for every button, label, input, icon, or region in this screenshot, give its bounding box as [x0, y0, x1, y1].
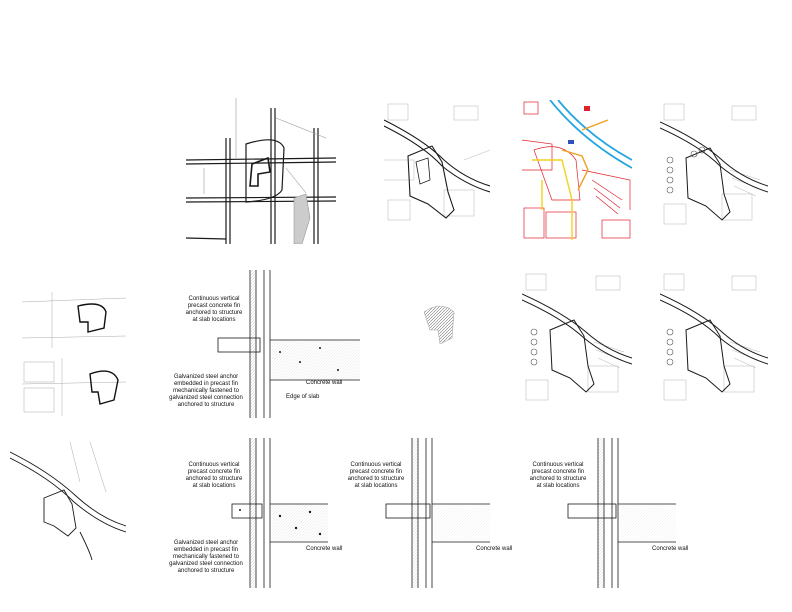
- detail-4-drawing: [567, 438, 676, 588]
- detail-2-drawing: [231, 438, 328, 588]
- site-plan-context-1: [384, 100, 490, 242]
- building-icon: [423, 305, 455, 345]
- wall-section-detail-2: Continuous vertical precast concrete fin…: [160, 438, 360, 588]
- wall-section-detail-1: Continuous vertical precast concrete fin…: [160, 270, 360, 418]
- fin-note-3: Continuous vertical precast concrete fin…: [347, 462, 405, 489]
- fin-note-2: Continuous vertical precast concrete fin…: [185, 462, 243, 489]
- massing-plan-small-1: [22, 292, 126, 348]
- anchor-note-1: Galvanized steel anchor embedded in prec…: [169, 374, 243, 408]
- site-plan-context-2: [660, 100, 768, 242]
- site-context-drawing-4: [660, 273, 768, 401]
- wall-section-detail-4: Continuous vertical precast concrete fin…: [512, 438, 692, 588]
- site-context-drawing-2: [660, 103, 768, 225]
- site-plan-context-3: [522, 270, 632, 414]
- fin-note-1: Continuous vertical precast concrete fin…: [185, 296, 243, 323]
- fin-note-4: Continuous vertical precast concrete fin…: [529, 462, 587, 489]
- wall-note-4: Concrete wall: [652, 546, 689, 552]
- hatched-building-icon: [418, 298, 460, 348]
- wall-note-2: Concrete wall: [306, 546, 343, 552]
- detail-3-drawing: [385, 438, 490, 588]
- wall-section-detail-3: Continuous vertical precast concrete fin…: [336, 438, 516, 588]
- wall-note-3: Concrete wall: [476, 546, 513, 552]
- slab-note-1: Edge of slab: [286, 394, 320, 400]
- site-plan-context-4: [660, 270, 768, 414]
- site-small-drawing: [10, 442, 126, 560]
- site-context-drawing-1: [384, 103, 490, 221]
- anchor-note-2: Galvanized steel anchor embedded in prec…: [169, 540, 243, 574]
- site-context-drawing-3: [522, 273, 632, 401]
- site-plan-utilities-color: [522, 100, 632, 242]
- detail-1-drawing: [217, 270, 360, 418]
- massing-drawing-2: [22, 358, 126, 416]
- street-grid-drawing: [186, 98, 336, 244]
- site-plan-street-grid: [186, 98, 336, 244]
- utilities-drawing: [522, 100, 632, 240]
- site-plan-small-3: [10, 442, 126, 560]
- massing-drawing-1: [22, 292, 126, 348]
- massing-plan-small-2: [22, 358, 126, 416]
- wall-note-1: Concrete wall: [306, 380, 343, 386]
